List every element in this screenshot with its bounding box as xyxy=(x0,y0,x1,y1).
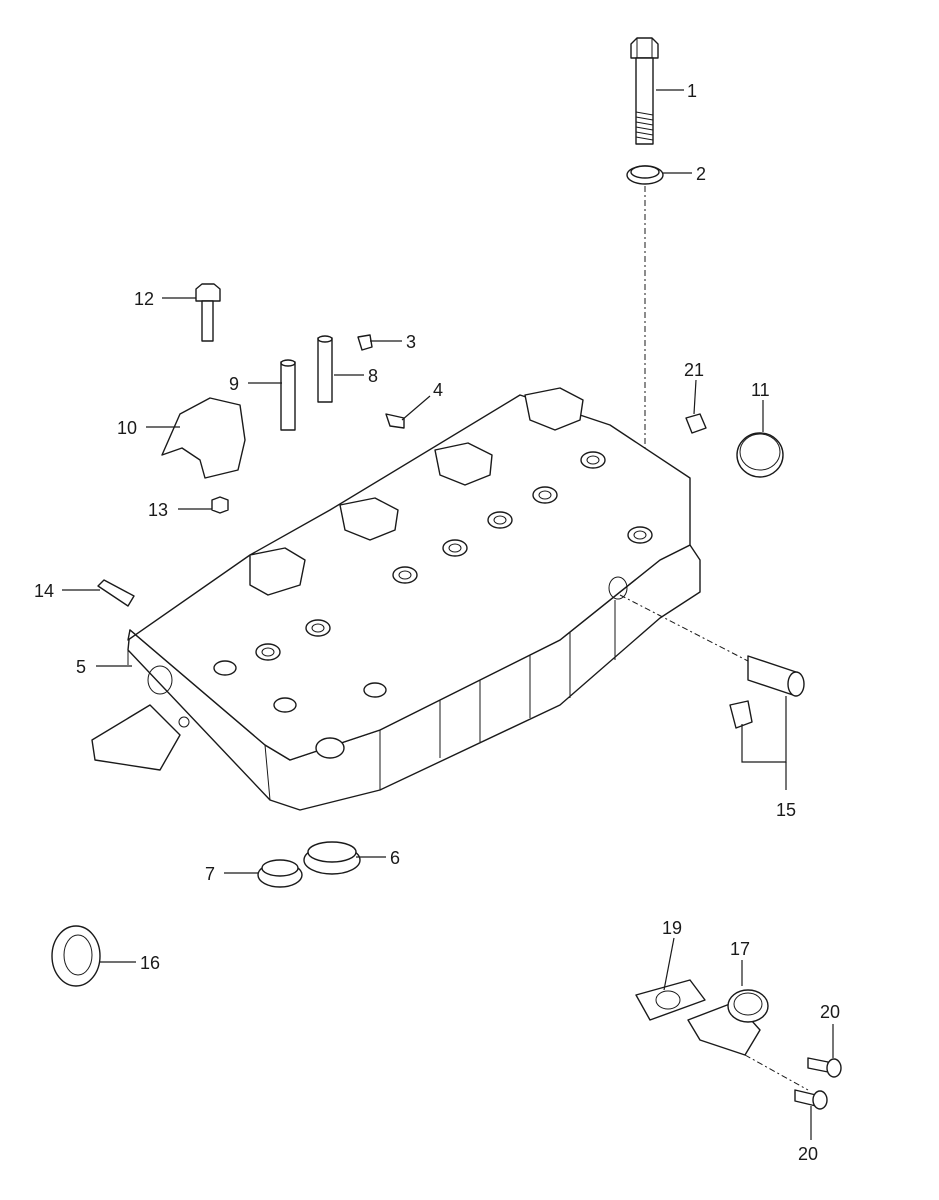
part-20-bolt-lower xyxy=(794,1089,828,1110)
part-6-ring xyxy=(303,841,361,875)
leader-lines xyxy=(62,89,834,1140)
callout-19: 19 xyxy=(662,918,682,938)
callout-labels: 1 2 3 4 5 6 7 8 9 10 11 12 13 14 15 16 1… xyxy=(34,81,840,1164)
callout-2: 2 xyxy=(696,164,706,184)
callout-5: 5 xyxy=(76,657,86,677)
part-17-water-outlet xyxy=(687,989,769,1056)
callout-1: 1 xyxy=(687,81,697,101)
callout-12: 12 xyxy=(134,289,154,309)
callout-6: 6 xyxy=(390,848,400,868)
part-12-bolt xyxy=(195,283,221,342)
part-16-seal xyxy=(51,925,101,987)
part-10-bracket xyxy=(161,397,246,479)
part-2-washer xyxy=(626,165,664,185)
callout-10: 10 xyxy=(117,418,137,438)
callout-3: 3 xyxy=(406,332,416,352)
callout-7: 7 xyxy=(205,864,215,884)
callout-14: 14 xyxy=(34,581,54,601)
callout-9: 9 xyxy=(229,374,239,394)
callout-15: 15 xyxy=(776,800,796,820)
callout-20-upper: 20 xyxy=(820,1002,840,1022)
part-8-pin xyxy=(317,335,333,403)
callout-11: 11 xyxy=(751,380,770,400)
part-3-cap xyxy=(357,334,373,351)
callout-16: 16 xyxy=(140,953,160,973)
part-9-pin xyxy=(280,359,296,431)
part-20-bolt-upper xyxy=(807,1057,842,1078)
callout-20-lower: 20 xyxy=(798,1144,818,1164)
part-5-cylinder-head xyxy=(91,387,701,811)
part-15-union xyxy=(729,655,805,729)
part-19-gasket xyxy=(635,979,706,1021)
part-17-axis-line xyxy=(744,1054,809,1091)
callout-4: 4 xyxy=(433,380,443,400)
callout-21: 21 xyxy=(684,360,704,380)
part-11-plug xyxy=(736,432,784,478)
callout-13: 13 xyxy=(148,500,168,520)
callout-8: 8 xyxy=(368,366,378,386)
part-13-nut xyxy=(211,496,229,514)
part-1-bolt xyxy=(630,37,659,145)
part-21-fitting xyxy=(685,413,707,434)
part-15-axis-line xyxy=(619,594,749,662)
part-14-stud xyxy=(97,579,135,607)
part-7-ring xyxy=(257,859,303,888)
callout-17: 17 xyxy=(730,939,750,959)
part-4-plug xyxy=(385,413,405,429)
